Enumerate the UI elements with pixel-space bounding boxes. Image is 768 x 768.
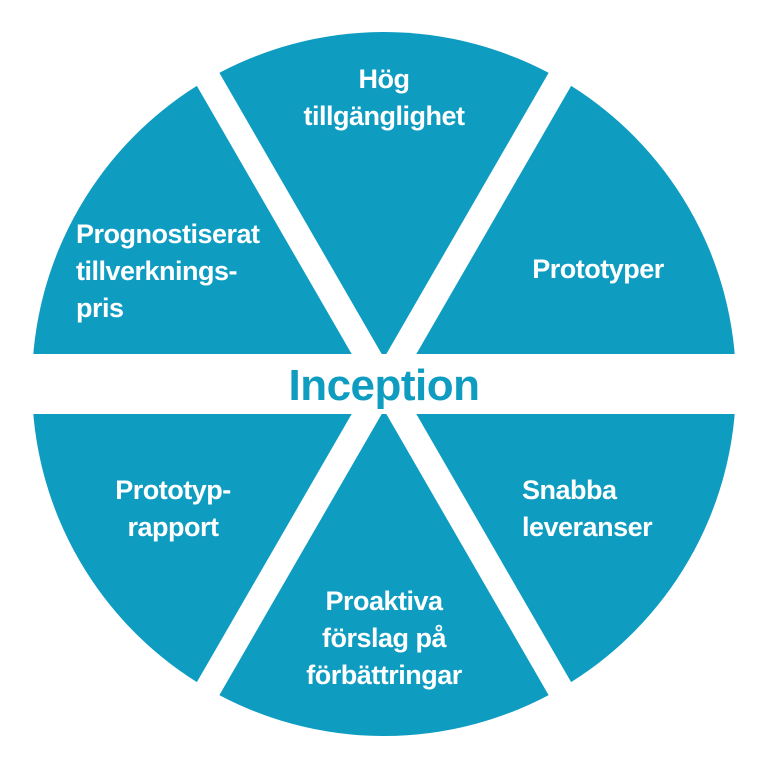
segment-upper-right (384, 79, 736, 384)
segment-label-line: tillverknings- (76, 256, 237, 286)
segment-label-line: förbättringar (306, 660, 462, 690)
segment-label-line: Prognostiserat (76, 219, 260, 249)
segment-label-line: tillgänglighet (304, 101, 465, 131)
segment-label-upper-left: Prognostiserat tillverknings-pris (76, 219, 260, 323)
segment-upper-left (32, 79, 384, 384)
segment-bottom (208, 384, 560, 736)
segment-label-lower-left: Prototyp-rapport (115, 475, 230, 542)
separators-layer (28, 63, 740, 705)
center-title: Inception (288, 361, 479, 410)
segment-label-line: Proaktiva (325, 586, 444, 616)
segment-label-line: rapport (128, 512, 220, 542)
segment-label-line: Snabba (522, 475, 618, 505)
segment-label-line: Hög (359, 64, 410, 94)
segment-label-line: Prototyper (532, 254, 665, 284)
segment-label-bottom: Proaktiva förslag på förbättringar (306, 586, 462, 690)
segment-label-line: Prototyp- (115, 475, 230, 505)
segment-label-line: förslag på (322, 623, 448, 653)
segment-label-top: Hög tillgänglighet (304, 64, 465, 131)
segment-label-line: pris (76, 293, 124, 323)
segment-label-upper-right: Prototyper (532, 254, 665, 284)
separator-diagonal-b (191, 63, 577, 705)
segment-lower-right (384, 384, 736, 689)
segment-lower-left (32, 384, 384, 689)
segment-label-lower-right: Snabba leveranser (522, 475, 653, 542)
segment-label-line: leveranser (522, 512, 653, 542)
segments-layer (32, 32, 736, 736)
segment-top (208, 32, 560, 384)
